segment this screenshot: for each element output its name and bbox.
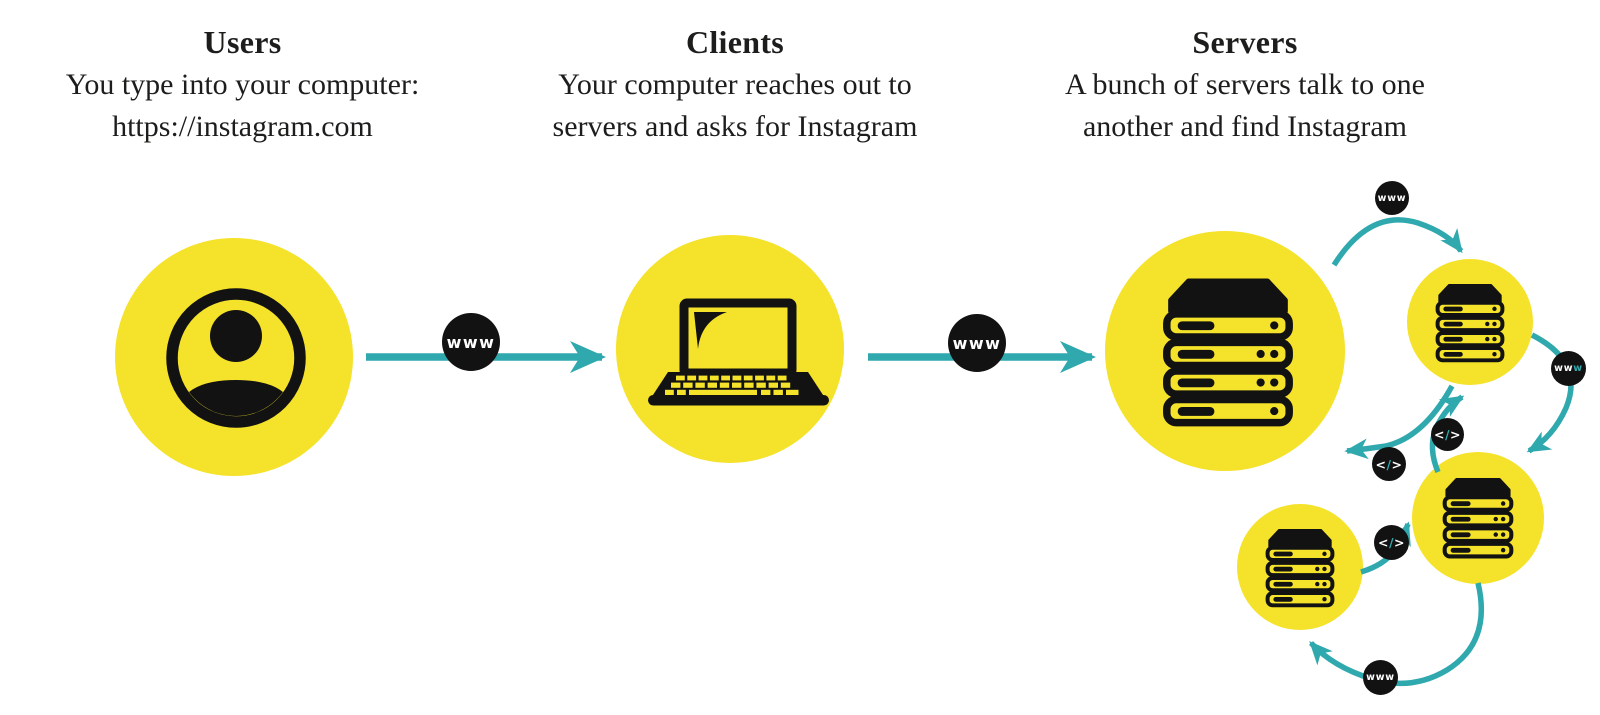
code-badge: </>	[1374, 525, 1409, 560]
code-badge-gt: >	[1394, 535, 1406, 550]
code-badge-slash: /	[1386, 456, 1392, 472]
server-rack-icon-right	[1445, 479, 1512, 556]
www-badge: www	[948, 314, 1006, 372]
column-clients-line2: servers and asks for Instagram	[552, 110, 918, 143]
code-badge: </>	[1431, 418, 1464, 451]
www-badge-label: www	[1377, 192, 1407, 204]
column-title-users: Users	[203, 24, 282, 60]
server-rack-icon-left	[1265, 528, 1335, 608]
www-badge: www	[442, 313, 500, 371]
code-badge-lt: <	[1375, 456, 1387, 472]
www-badge: www	[1375, 181, 1409, 215]
www-badge-label-teal: w	[1573, 363, 1583, 374]
www-badge: www	[1363, 660, 1398, 695]
code-badge-slash: /	[1444, 427, 1451, 442]
column-clients: Clients Your computer reaches out to ser…	[505, 20, 965, 148]
user-icon	[166, 288, 306, 428]
code-badge-lt: <	[1377, 535, 1389, 550]
www-badge-label: www	[1366, 672, 1395, 683]
www-badge-label: ww	[1554, 363, 1574, 374]
column-servers-line2: another and find Instagram	[1082, 110, 1408, 143]
arrow-main-to-top-node	[1331, 217, 1464, 267]
column-servers-line1: A bunch of servers talk to one	[1065, 68, 1425, 101]
column-users: Users You type into your computer: https…	[15, 20, 470, 148]
column-servers: Servers A bunch of servers talk to one a…	[1015, 20, 1475, 148]
server-rack-icon-main	[1167, 281, 1289, 422]
column-title-clients: Clients	[685, 24, 785, 60]
arrow-top-node-to-right-node	[1526, 332, 1574, 454]
column-users-line1: You type into your computer:	[65, 68, 420, 101]
column-title-servers: Servers	[1192, 24, 1298, 60]
www-badge-label: www	[446, 332, 496, 352]
code-badge-gt: >	[1450, 427, 1462, 442]
server-rack-icon-top	[1435, 283, 1505, 363]
column-users-line2: https://instagram.com	[112, 110, 373, 143]
www-badge-label: www	[952, 333, 1002, 353]
laptop-icon	[648, 298, 829, 406]
arrow-right-node-to-left-node	[1308, 582, 1484, 687]
arrow-top-node-to-main	[1344, 384, 1455, 460]
column-clients-line1: Your computer reaches out to	[558, 68, 912, 101]
code-badge: </>	[1372, 447, 1406, 481]
code-badge-gt: >	[1391, 456, 1403, 472]
code-badge-lt: <	[1433, 427, 1445, 442]
